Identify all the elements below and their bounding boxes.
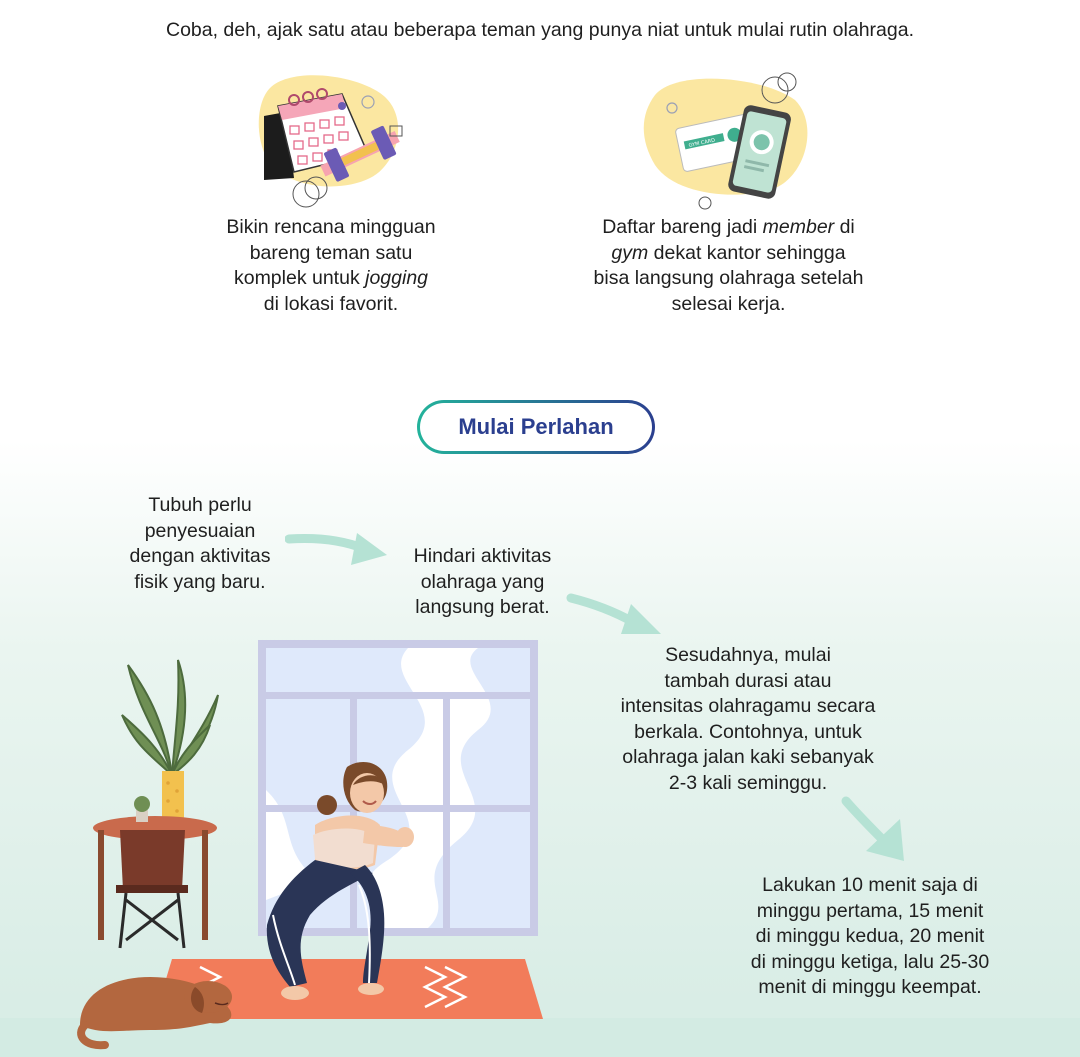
step-2-line: Hindari aktivitas	[413, 545, 552, 567]
tip-left-line-3b: jogging	[365, 267, 429, 289]
woman-squat-illustration	[266, 761, 414, 1000]
intro-text: Coba, deh, ajak satu atau beberapa teman…	[165, 19, 914, 41]
step-4-line: di minggu ketiga, lalu 25-30	[750, 950, 990, 973]
tip-right-line-2: gym dekat kantor sehingga	[556, 241, 901, 267]
step-1-line: dengan aktivitas	[129, 545, 271, 567]
step-4-text: Lakukan 10 menit saja di minggu pertama,…	[720, 873, 1020, 1001]
tip-left-line-1: Bikin rencana mingguan	[226, 216, 436, 238]
step-3-line: olahraga jalan kaki sebanyak	[622, 746, 874, 768]
tip-right-line-1a: Daftar bareng jadi	[602, 216, 763, 238]
step-2-line: langsung berat.	[415, 596, 550, 618]
tip-weekly-plan: Bikin rencana mingguan bareng teman satu…	[181, 215, 481, 317]
tip-right-line-1c: di	[834, 216, 855, 238]
step-4-line: minggu pertama, 15 menit	[756, 899, 984, 922]
section-title-badge: Mulai Perlahan	[417, 400, 655, 454]
plant-illustration	[121, 659, 219, 825]
tip-right-line-2b: dekat kantor sehingga	[648, 241, 846, 264]
step-2-line: olahraga yang	[420, 570, 545, 593]
dog-illustration	[77, 977, 232, 1050]
arrow-step-2	[566, 593, 661, 634]
gym-card-phone-illustration: GYM CARD	[643, 72, 808, 210]
step-1-line: fisik yang baru.	[134, 570, 266, 593]
step-2-text: Hindari aktivitas olahraga yang langsung…	[380, 544, 585, 621]
tip-right-line-3: bisa langsung olahraga setelah	[593, 267, 864, 289]
tip-gym-member: Daftar bareng jadi member di gym dekat k…	[556, 215, 901, 317]
step-3-line: intensitas olahragamu secara	[620, 695, 876, 717]
step-4-line: Lakukan 10 menit saja di	[762, 874, 978, 896]
table-chair-illustration	[93, 796, 217, 949]
tip-left-line-2: bareng teman satu	[249, 241, 413, 264]
step-1-text: Tubuh perlu penyesuaian dengan aktivitas…	[100, 493, 300, 595]
gym-card-label: GYM CARD	[688, 137, 716, 148]
tip-right-line-4: selesai kerja.	[671, 292, 786, 315]
tip-left-line-4: di lokasi favorit.	[263, 292, 399, 315]
step-3-line: berkala. Contohnya, untuk	[634, 720, 862, 743]
tip-left-line-3: komplek untuk jogging	[181, 266, 481, 292]
tip-left-line-3a: komplek untuk	[233, 267, 366, 289]
step-3-line: 2-3 kali seminggu.	[668, 771, 828, 794]
arrow-step-3	[841, 796, 904, 861]
tip-right-line-2a: gym	[611, 241, 649, 264]
step-1-line: Tubuh perlu	[148, 494, 252, 516]
tip-right-line-1: Daftar bareng jadi member di	[556, 215, 901, 241]
arrow-step-1	[285, 533, 387, 565]
step-3-line: tambah durasi atau	[664, 669, 832, 692]
step-1-line: penyesuaian	[144, 519, 256, 542]
calendar-dumbbell-illustration	[258, 75, 403, 208]
section-title: Mulai Perlahan	[420, 403, 652, 451]
step-3-line: Sesudahnya, mulai	[665, 644, 831, 666]
step-4-line: di minggu kedua, 20 menit	[755, 925, 985, 947]
tip-right-line-1b: member	[762, 216, 835, 238]
step-4-line: menit di minggu keempat.	[758, 976, 982, 998]
step-3-text: Sesudahnya, mulai tambah durasi atau int…	[588, 643, 908, 796]
